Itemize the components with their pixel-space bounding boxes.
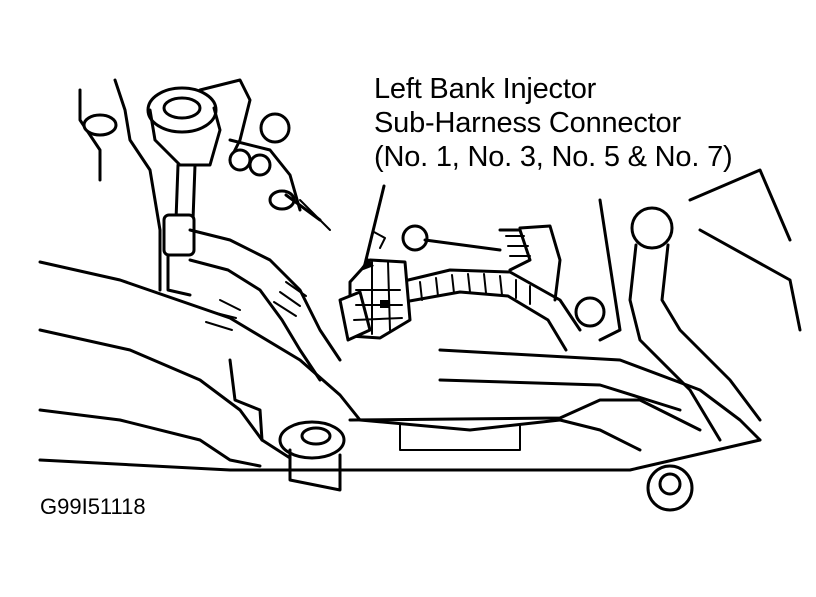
hose-right xyxy=(598,168,802,512)
callout-line-3: (No. 1, No. 3, No. 5 & No. 7) xyxy=(374,141,733,173)
mounting-boss xyxy=(278,420,346,492)
callout-line-1: Left Bank Injector xyxy=(374,73,597,105)
bolt-group-upper xyxy=(228,112,331,231)
connector-callout-label: Left Bank Injector Sub-Harness Connector… xyxy=(374,72,733,174)
figure-id: G99I51118 xyxy=(40,494,146,519)
injector-sub-harness-connector xyxy=(338,258,412,342)
intake-manifold xyxy=(38,260,762,472)
wiring-harness xyxy=(398,224,606,352)
hose-left xyxy=(188,228,342,382)
dipstick-tube xyxy=(78,78,252,297)
callout-leader xyxy=(358,184,386,272)
callout-line-2: Sub-Harness Connector xyxy=(374,107,681,139)
